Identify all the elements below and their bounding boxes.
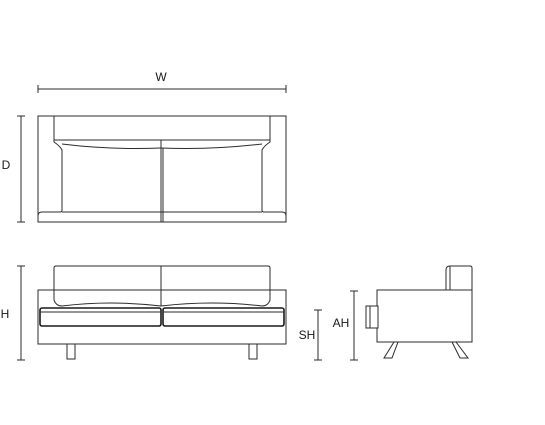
arm-height-dimension: AH <box>333 290 358 361</box>
width-dimension: W <box>37 70 287 93</box>
front-view: H SH <box>1 265 358 361</box>
arm-height-label: AH <box>333 316 350 330</box>
front-leg-right <box>248 343 258 360</box>
seat-height-dimension: SH <box>299 309 322 361</box>
top-view: W D <box>2 70 287 223</box>
side-leg-front <box>383 341 399 359</box>
height-dimension: H <box>1 265 25 361</box>
depth-label: D <box>2 158 11 172</box>
seat-height-label: SH <box>299 328 316 342</box>
sofa-top-outline <box>37 115 287 223</box>
sofa-front-outline <box>37 265 287 360</box>
width-label: W <box>155 70 167 84</box>
height-label: H <box>1 307 10 321</box>
front-leg-left <box>66 343 76 360</box>
side-leg-back <box>451 341 469 359</box>
depth-dimension: D <box>2 115 25 223</box>
side-view <box>365 265 473 359</box>
